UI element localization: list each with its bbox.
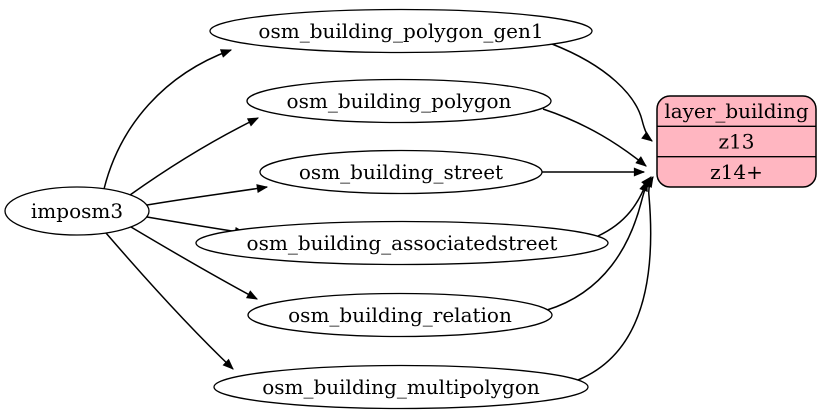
edge-group [103, 43, 654, 381]
edge-osm-building-polygon-z14 [542, 108, 647, 167]
layer-building-box [656, 95, 817, 188]
edge-imposm3-osm-building-street [146, 184, 269, 206]
zoom-row-z14plus: z14+ [710, 160, 763, 184]
layer-building-title: layer_building [664, 99, 809, 123]
table-ellipse [246, 78, 552, 124]
imposm3-ellipse [4, 186, 150, 236]
node-osm-building-multipolygon: osm_building_multipolygon [213, 364, 589, 410]
edge-imposm3-osm-building-polygon-gen1 [103, 49, 233, 190]
node-osm-building-relation: osm_building_relation [247, 292, 553, 338]
imposm3-label: imposm3 [31, 199, 123, 223]
node-imposm3: imposm3 [4, 186, 150, 236]
edge-osm-building-polygon-gen1-z13 [551, 43, 653, 142]
table-label: osm_building_relation [288, 303, 512, 327]
table-ellipse [259, 149, 543, 195]
table-label: osm_building_associatedstreet [247, 231, 558, 255]
table-ellipse [247, 292, 553, 338]
node-osm-building-polygon-gen1: osm_building_polygon_gen1 [209, 8, 593, 54]
edge-imposm3-osm-building-polygon [129, 117, 260, 196]
table-label: osm_building_polygon [287, 89, 512, 113]
node-osm-building-associatedstreet: osm_building_associatedstreet [195, 220, 609, 266]
table-label: osm_building_street [299, 160, 503, 184]
table-ellipse [213, 364, 589, 410]
edge-osm-building-multipolygon-z14 [577, 176, 654, 381]
table-ellipse [195, 220, 609, 266]
table-label: osm_building_polygon_gen1 [258, 19, 543, 43]
zoom-row-z13: z13 [719, 130, 755, 154]
table-ellipse [209, 8, 593, 54]
node-layer-building: layer_building z13 z14+ [656, 95, 817, 188]
edge-imposm3-osm-building-multipolygon [105, 232, 234, 370]
node-osm-building-polygon: osm_building_polygon [246, 78, 552, 124]
node-osm-building-street: osm_building_street [259, 149, 543, 195]
table-label: osm_building_multipolygon [262, 375, 540, 399]
edge-imposm3-osm-building-relation [130, 226, 258, 300]
